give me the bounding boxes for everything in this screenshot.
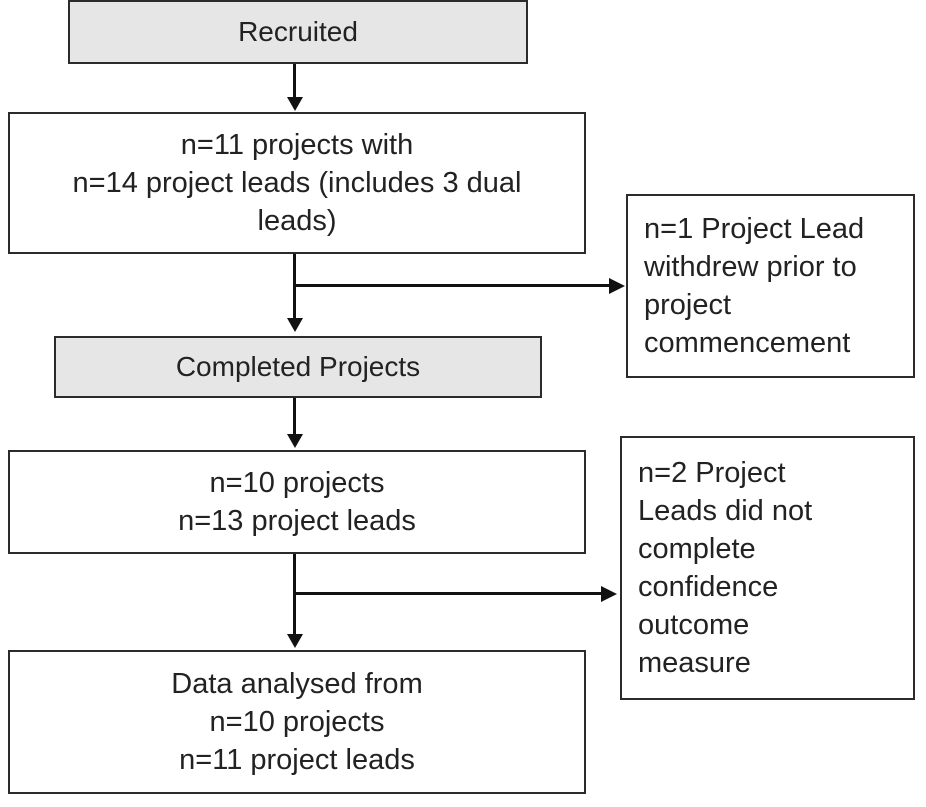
withdrew-note-line: withdrew prior to [644,251,857,283]
arrow-right-icon [609,278,625,294]
arrow-down-icon [287,318,303,332]
incomplete-note-line: complete [638,533,756,565]
withdrew-note-line: n=1 Project Lead [644,213,865,245]
branch-line [293,592,603,595]
analysed-line: Data analysed from [171,668,423,700]
arrow-down-icon [287,97,303,111]
completed-header-box: Completed Projects [54,336,542,398]
incomplete-note-line: confidence [638,571,779,603]
arrow-down-icon [287,434,303,448]
recruited-detail-line: leads) [257,205,337,237]
branch-line [293,284,611,287]
incomplete-note-line: measure [638,647,751,679]
analysed-line: n=10 projects [209,706,385,738]
analysed-box: Data analysed from n=10 projects n=11 pr… [8,650,586,794]
recruited-detail-line: n=11 projects with [180,129,414,161]
incomplete-note-line: Leads did not [638,495,813,527]
completed-detail-line: n=10 projects [209,467,385,499]
withdrew-note-line: project [644,289,732,321]
withdrew-note-line: commencement [644,327,851,359]
recruited-detail-box: n=11 projects with n=14 project leads (i… [8,112,586,254]
completed-detail-box: n=10 projects n=13 project leads [8,450,586,554]
incomplete-note-box: n=2 Project Leads did not complete confi… [620,436,915,700]
arrow-down-icon [287,634,303,648]
incomplete-note-line: outcome [638,609,750,641]
arrow-right-icon [601,586,617,602]
recruited-label: Recruited [238,16,358,47]
analysed-line: n=11 project leads [179,744,415,776]
completed-label: Completed Projects [175,351,421,382]
recruited-header-box: Recruited [68,0,528,64]
withdrew-note-box: n=1 Project Lead withdrew prior to proje… [626,194,915,378]
connector-line [293,398,296,434]
completed-detail-line: n=13 project leads [178,505,416,537]
recruited-detail-line: n=14 project leads (includes 3 dual [72,167,522,199]
incomplete-note-line: n=2 Project [638,457,786,489]
connector-line [293,64,296,98]
